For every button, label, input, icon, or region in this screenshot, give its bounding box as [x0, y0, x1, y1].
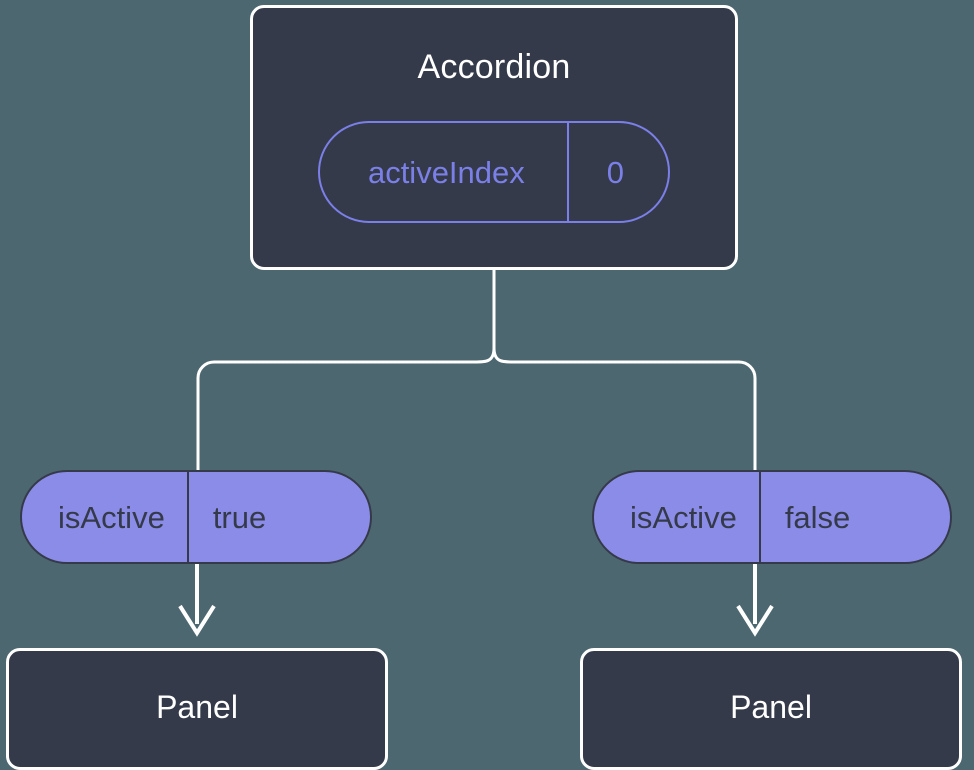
prop-pill-is-active-true[interactable]: isActive true: [20, 470, 372, 564]
prop-pill-value: true: [212, 499, 267, 535]
prop-pill-is-active-false[interactable]: isActive false: [592, 470, 952, 564]
node-panel-left[interactable]: Panel: [6, 648, 388, 770]
prop-pill-divider: [758, 472, 761, 562]
node-accordion[interactable]: Accordion activeIndex 0: [250, 5, 738, 270]
state-pill-active-index[interactable]: activeIndex 0: [317, 121, 671, 223]
panel-title: Panel: [156, 689, 238, 725]
panel-title: Panel: [730, 689, 812, 725]
prop-pill-divider: [186, 472, 189, 562]
node-panel-right[interactable]: Panel: [580, 648, 962, 770]
arrow-left-head-icon: [178, 604, 216, 637]
prop-pill-key: isActive: [58, 499, 165, 535]
arrow-right-head-icon: [736, 604, 774, 637]
state-pill-key: activeIndex: [367, 154, 525, 190]
prop-pill-value: false: [784, 499, 851, 535]
accordion-title: Accordion: [417, 48, 571, 86]
state-pill-divider: [566, 123, 569, 221]
state-pill-value: 0: [606, 154, 625, 190]
branch-right-line: [492, 347, 757, 470]
prop-pill-key: isActive: [630, 499, 737, 535]
branch-left-line: [196, 347, 496, 470]
